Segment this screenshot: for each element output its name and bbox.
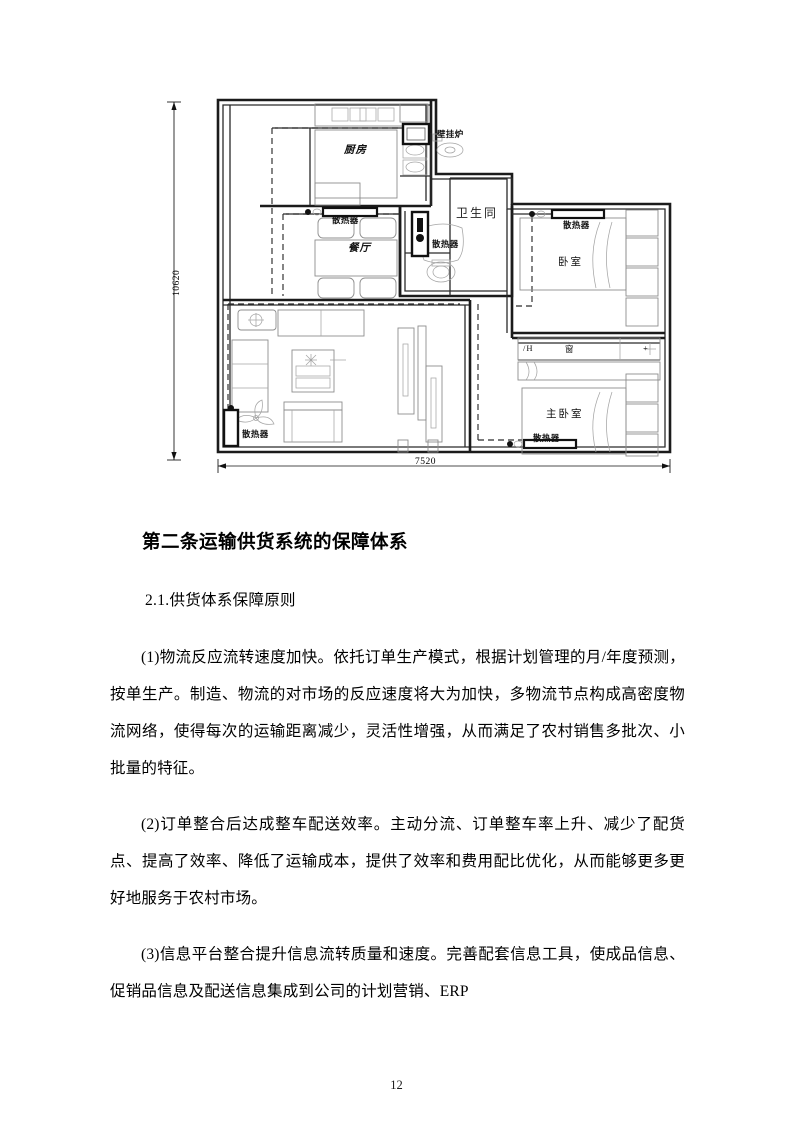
dining-furniture — [314, 217, 398, 299]
kitchen-fixtures — [314, 103, 429, 206]
interior-walls — [223, 100, 665, 452]
exterior-walls — [216, 98, 672, 454]
page-number: 12 — [390, 1078, 403, 1092]
radiator-dining — [305, 206, 379, 218]
section-heading: 第二条运输供货系统的保障体系 — [142, 533, 409, 554]
dimension-lines — [167, 101, 671, 473]
radiator-bathroom — [410, 210, 430, 258]
bedroom-furniture — [519, 209, 659, 327]
floor-plan-drawing: .w { stroke:#1b1b1b; stroke-width:2.6; f… — [167, 98, 672, 473]
master-bedroom-furniture — [521, 373, 659, 457]
paragraph-2: (2)订单整合后达成整车配送效率。主动分流、订单整车率上升、减少了配货点、提高了… — [110, 815, 685, 907]
paragraph-1: (1)物流反应流转速度加快。依托订单生产模式，根据计划管理的月/年度预测，按单生… — [110, 648, 685, 777]
radiator-living — [222, 405, 240, 448]
paragraph-3: (3)信息平台整合提升信息流转质量和速度。完善配套信息工具，使成品信息、促销品信… — [110, 945, 685, 1000]
bathroom-fixtures — [420, 133, 464, 283]
radiator-bedroom — [529, 208, 606, 220]
living-room-furniture — [231, 309, 365, 443]
balcony-window-strip — [517, 337, 661, 381]
radiator-master-bedroom — [507, 438, 578, 450]
sliding-doors — [397, 325, 443, 453]
wall-boiler-symbol — [401, 122, 431, 146]
subsection-heading: 2.1.供货体系保障原则 — [145, 592, 296, 609]
floor-plan-figure: .w { stroke:#1b1b1b; stroke-width:2.6; f… — [160, 88, 680, 480]
